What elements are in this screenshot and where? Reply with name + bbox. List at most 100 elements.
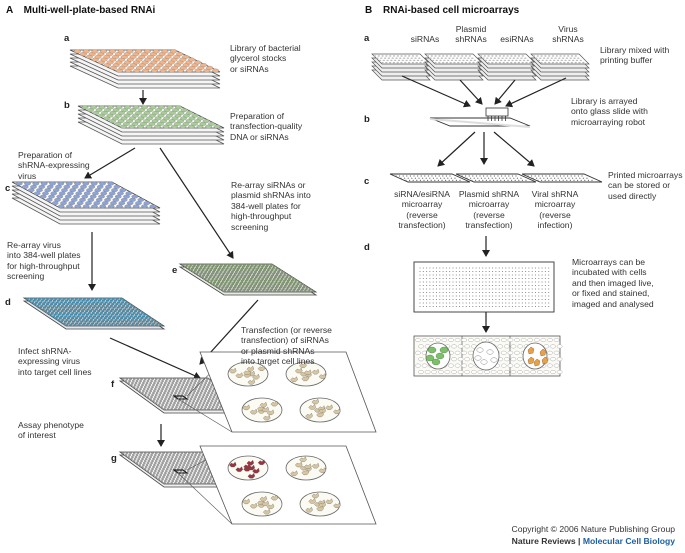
well — [236, 274, 240, 277]
well — [137, 197, 145, 202]
slide-spot — [495, 267, 497, 269]
well — [140, 311, 145, 314]
slide-spot — [465, 295, 467, 297]
phenotype-cells — [425, 346, 549, 367]
array-spot — [498, 177, 500, 179]
well — [142, 462, 146, 464]
orange-cell — [541, 356, 549, 365]
well — [138, 390, 142, 392]
cell — [311, 462, 320, 469]
well — [174, 456, 178, 458]
well — [236, 286, 240, 289]
slide-spot — [525, 298, 527, 301]
well — [69, 188, 77, 193]
well — [154, 116, 162, 121]
bg-cell — [484, 370, 490, 375]
well — [75, 306, 80, 309]
well — [142, 380, 146, 382]
well — [66, 322, 71, 325]
text-prep-virus: Preparation of shRNA-expressing virus — [18, 150, 90, 181]
well — [57, 303, 62, 306]
well — [253, 265, 257, 268]
well — [129, 384, 134, 386]
slide-spot — [468, 284, 471, 287]
well — [177, 466, 181, 468]
well — [232, 286, 237, 289]
slide-spot — [505, 284, 507, 287]
well — [246, 283, 250, 286]
well — [160, 456, 164, 458]
well — [139, 460, 144, 462]
well — [48, 194, 55, 199]
slide-spot — [541, 284, 543, 287]
well — [154, 452, 158, 454]
array-spot — [525, 179, 527, 181]
slide-spot — [449, 288, 451, 290]
well — [182, 382, 186, 384]
well — [172, 462, 176, 464]
well — [126, 110, 134, 115]
arrow-d-f — [109, 337, 201, 380]
microarray-slide — [413, 261, 555, 313]
well — [282, 274, 286, 277]
well — [247, 274, 252, 277]
well — [64, 194, 72, 199]
slide-spot — [534, 277, 537, 280]
well — [170, 400, 174, 402]
well — [27, 188, 35, 193]
cell — [242, 498, 250, 505]
library-well — [558, 57, 561, 59]
slide-spot — [465, 284, 467, 287]
well — [264, 277, 269, 280]
array-spot — [539, 177, 541, 179]
well — [167, 472, 171, 474]
slide-spot — [505, 295, 507, 297]
well — [198, 468, 202, 470]
well — [57, 181, 65, 186]
well — [143, 49, 151, 54]
bg-cell — [507, 338, 514, 343]
well — [205, 378, 210, 380]
well — [98, 308, 103, 311]
array-spot — [531, 175, 533, 177]
well — [210, 408, 214, 410]
well — [186, 388, 190, 390]
array-spot — [412, 179, 414, 181]
well — [49, 308, 54, 311]
array-spot — [527, 175, 529, 177]
slide-spot — [515, 284, 517, 287]
array-spot — [438, 175, 440, 177]
well — [249, 265, 253, 268]
well — [190, 404, 194, 406]
well — [278, 286, 283, 289]
slide-spot — [422, 284, 424, 287]
well — [49, 181, 56, 186]
well — [85, 201, 92, 206]
library-well — [396, 61, 399, 64]
bg-cell — [520, 338, 527, 343]
well — [162, 458, 167, 460]
well — [45, 297, 50, 300]
cell — [299, 362, 307, 368]
slide-spot — [435, 267, 438, 269]
array-spot — [536, 177, 538, 179]
bg-cell — [507, 363, 514, 368]
well — [173, 458, 178, 460]
well — [236, 279, 241, 282]
well — [91, 311, 96, 314]
well — [161, 49, 169, 54]
slide-spot — [422, 288, 424, 290]
well — [46, 311, 51, 314]
well — [96, 184, 104, 189]
well — [200, 398, 204, 400]
well — [159, 400, 163, 402]
well — [121, 378, 125, 380]
library-well — [418, 57, 421, 59]
well — [193, 398, 197, 400]
well — [239, 269, 244, 272]
well — [157, 121, 164, 126]
well — [106, 318, 110, 321]
well — [73, 194, 80, 199]
well — [241, 284, 245, 287]
well — [163, 472, 167, 474]
